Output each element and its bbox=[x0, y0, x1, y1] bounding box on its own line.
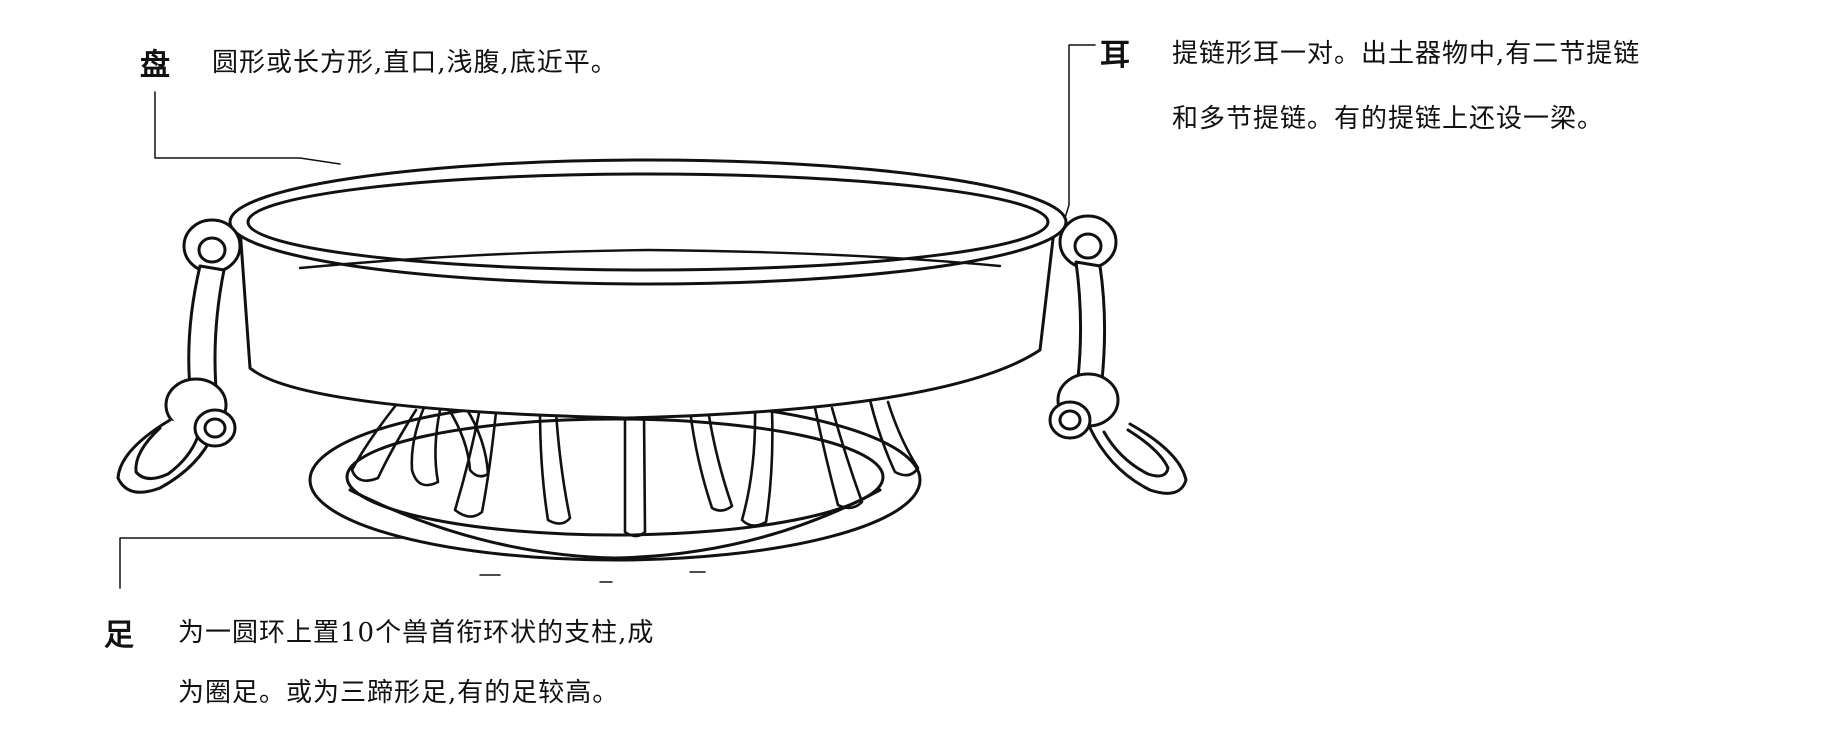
foot-description-line1: 为一圆环上置10个兽首衔环状的支柱,成 bbox=[178, 618, 655, 648]
post bbox=[688, 408, 734, 512]
leader-lines bbox=[119, 44, 1096, 589]
foot-description-line2: 为圈足。或为三蹄形足,有的足较高。 bbox=[178, 678, 620, 708]
ear-leader bbox=[1064, 44, 1096, 219]
post bbox=[350, 398, 418, 482]
pan-description: 圆形或长方形,直口,浅腹,底近平。 bbox=[212, 48, 618, 78]
left-chain-ear bbox=[116, 218, 242, 494]
post bbox=[868, 398, 920, 477]
basin bbox=[228, 158, 1068, 420]
foot-term: 足 bbox=[104, 618, 134, 653]
ear-term: 耳 bbox=[1100, 38, 1130, 73]
post bbox=[538, 408, 572, 525]
foot-leader bbox=[119, 537, 411, 589]
post bbox=[410, 403, 442, 487]
post bbox=[813, 406, 864, 510]
pan-leader bbox=[154, 91, 341, 165]
basin-rim-inner bbox=[246, 172, 1050, 272]
right-chain-ear bbox=[1048, 214, 1188, 495]
ear-description-line2: 和多节提链。有的提链上还设一梁。 bbox=[1172, 104, 1605, 134]
post bbox=[623, 410, 647, 538]
post bbox=[453, 406, 498, 518]
support-posts bbox=[350, 398, 920, 538]
post bbox=[446, 406, 490, 478]
pan-term: 盘 bbox=[140, 48, 170, 83]
basin-rim-outer bbox=[228, 158, 1068, 286]
basin-bottom-line bbox=[298, 248, 1002, 270]
post bbox=[740, 408, 774, 527]
ring-foot bbox=[308, 398, 922, 583]
ear-description-line1: 提链形耳一对。出土器物中,有二节提链 bbox=[1172, 39, 1641, 69]
